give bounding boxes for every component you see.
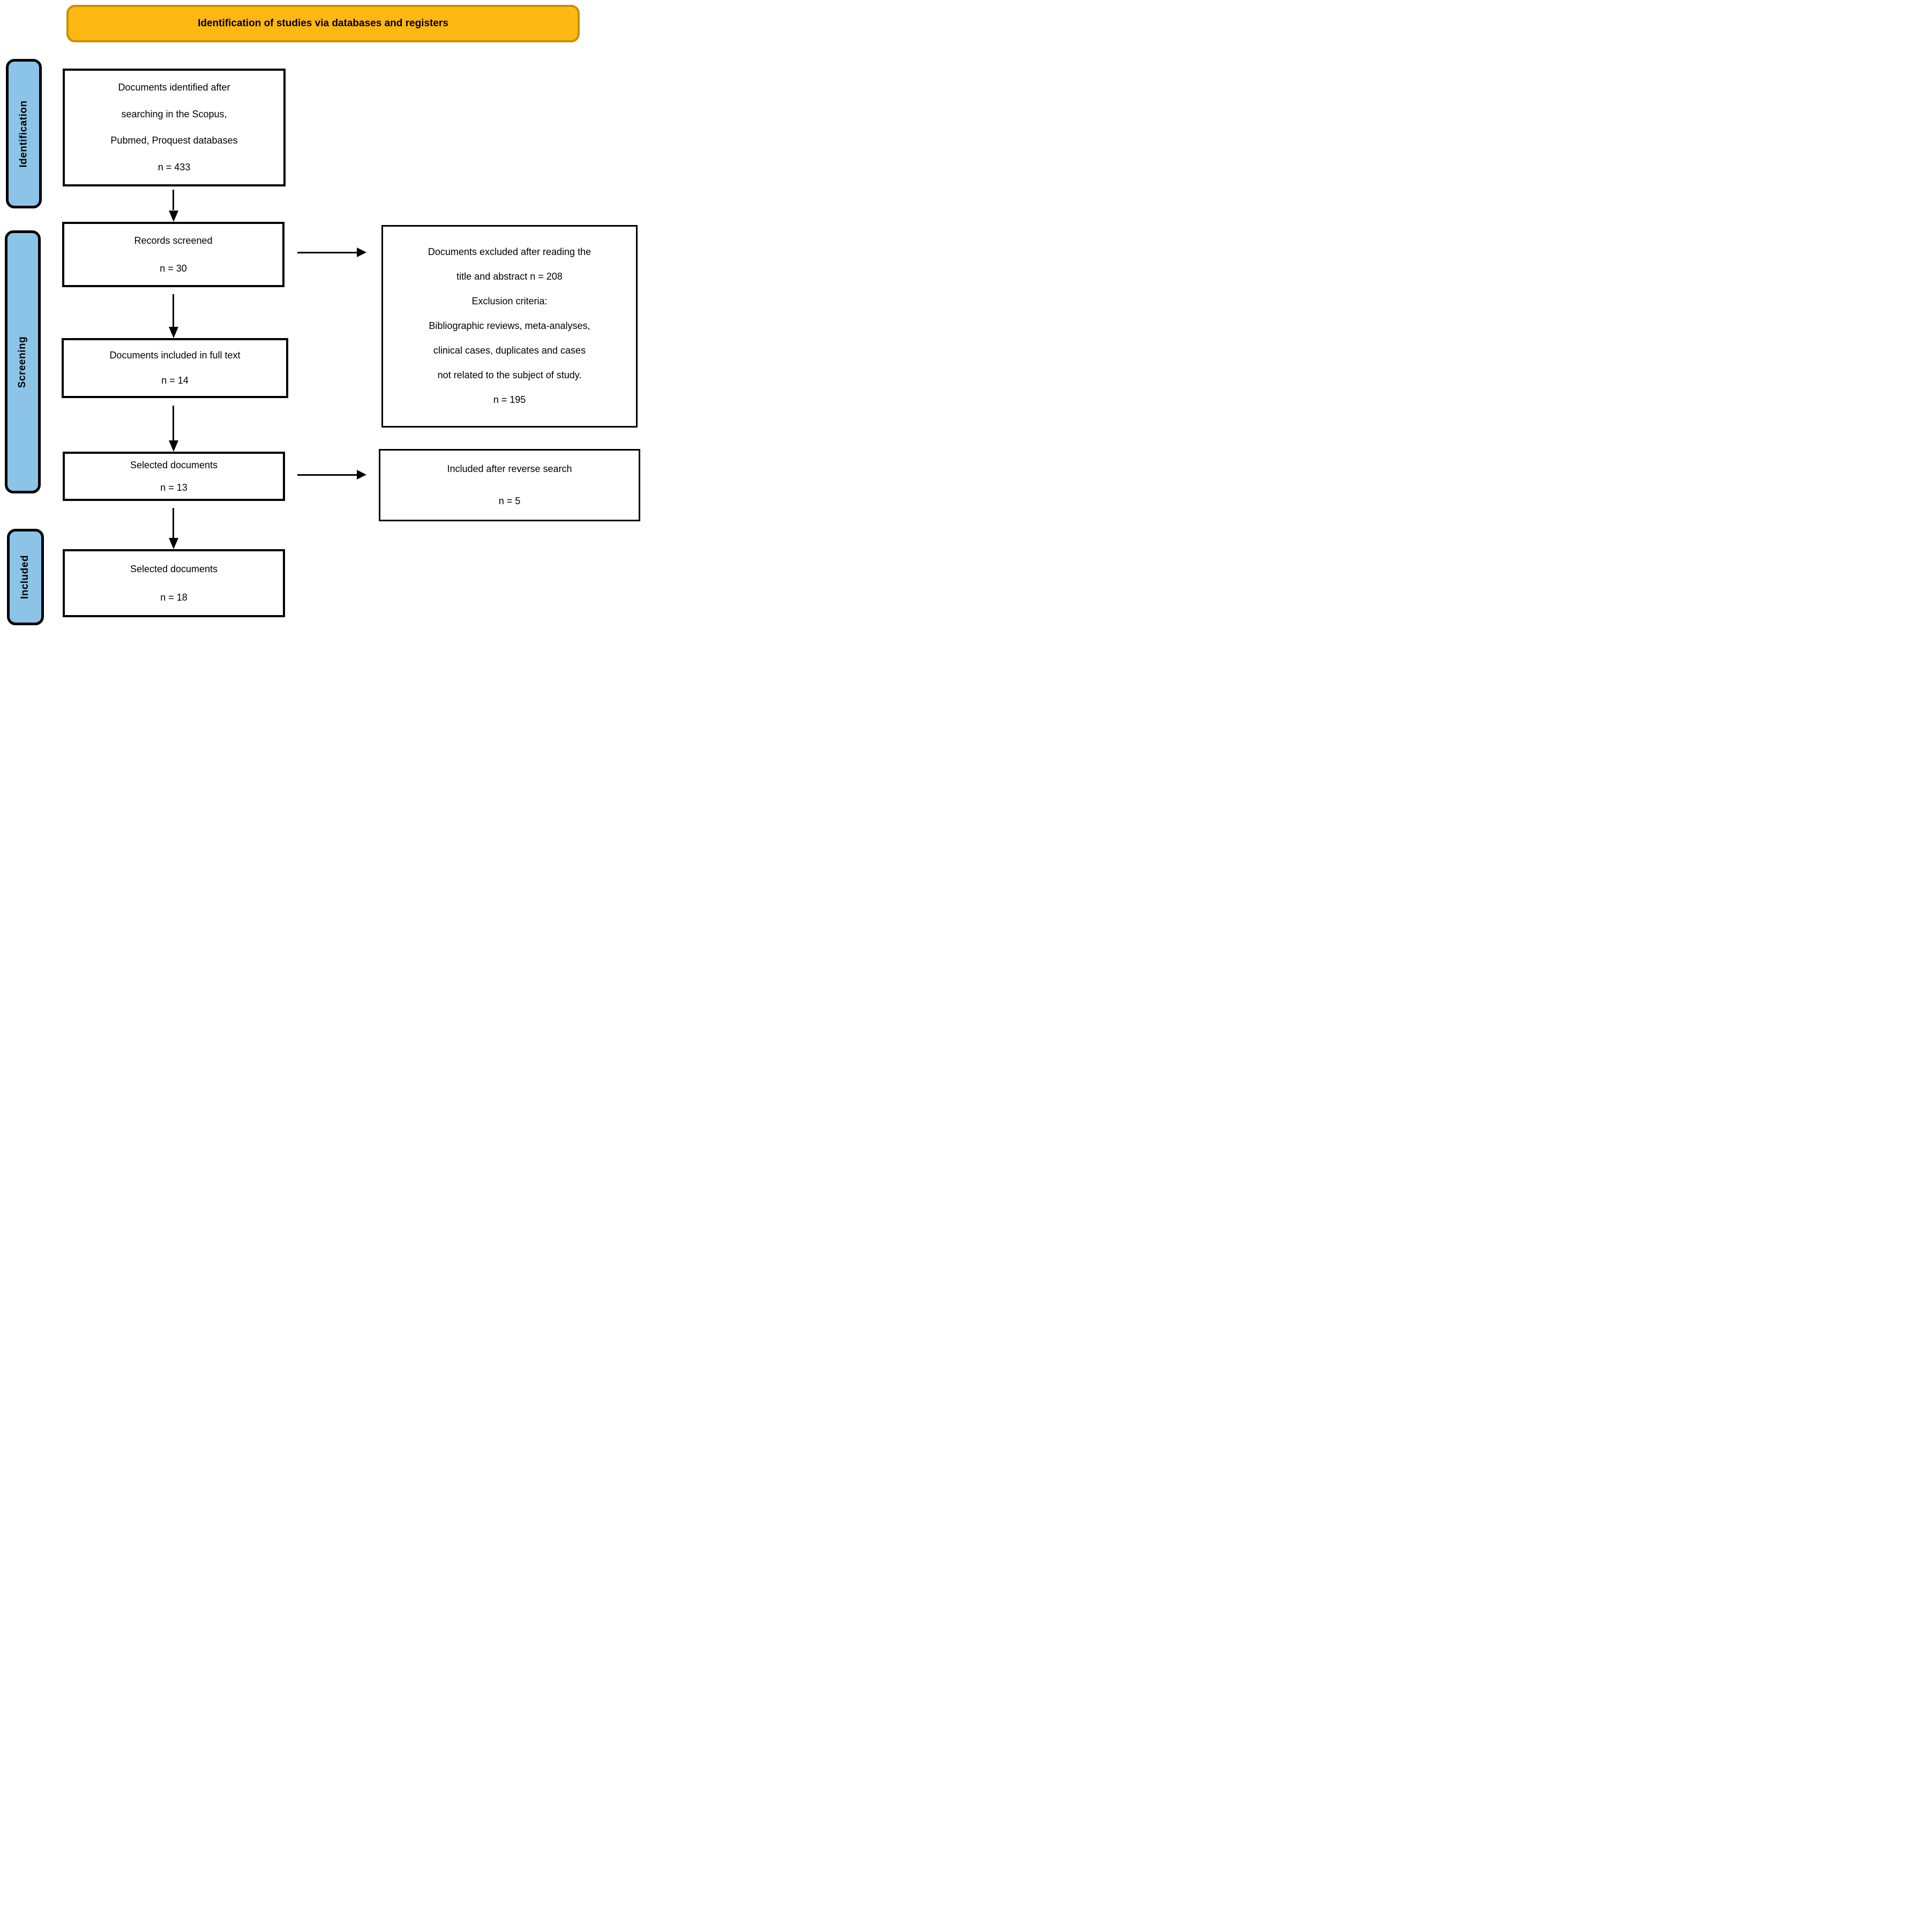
diagram-title: Identification of studies via databases …: [198, 18, 448, 29]
arrow-down-2-line: [173, 294, 174, 327]
box-selected-documents-18-line-1: Selected documents: [130, 564, 218, 575]
box-included-reverse-search: Included after reverse search n = 5: [379, 449, 640, 521]
box-documents-identified-line-1: Documents identified after: [118, 82, 230, 93]
box-fulltext-included: Documents included in full text n = 14: [62, 338, 288, 398]
stage-label-screening-text: Screening: [17, 336, 28, 388]
box-documents-excluded-line-5: clinical cases, duplicates and cases: [433, 345, 586, 356]
box-selected-documents-13: Selected documents n = 13: [63, 452, 285, 501]
arrow-down-2-head: [169, 327, 178, 338]
box-documents-excluded-count: n = 195: [493, 394, 526, 405]
arrow-down-1-head: [169, 211, 178, 222]
box-selected-documents-18: Selected documents n = 18: [63, 549, 285, 617]
title-banner: Identification of studies via databases …: [66, 5, 580, 42]
arrow-right-2-head: [357, 470, 366, 480]
arrow-right-2-line: [297, 474, 357, 476]
arrow-down-3-head: [169, 440, 178, 452]
box-documents-identified: Documents identified after searching in …: [63, 69, 286, 186]
box-documents-excluded-line-3: Exclusion criteria:: [471, 296, 548, 307]
stage-label-identification-text: Identification: [18, 100, 29, 168]
box-documents-identified-line-3: Pubmed, Proquest databases: [110, 135, 238, 146]
box-included-reverse-search-line-1: Included after reverse search: [447, 463, 572, 475]
box-documents-identified-count: n = 433: [158, 161, 191, 173]
box-records-screened-line-1: Records screened: [134, 235, 213, 246]
box-selected-documents-13-count: n = 13: [160, 482, 188, 493]
box-records-screened-count: n = 30: [160, 263, 187, 274]
box-documents-excluded-line-4: Bibliographic reviews, meta-analyses,: [429, 320, 590, 332]
arrow-right-1-head: [357, 248, 366, 257]
arrow-down-4-head: [169, 538, 178, 549]
box-fulltext-included-count: n = 14: [161, 375, 189, 386]
box-documents-excluded-line-2: title and abstract n = 208: [456, 271, 563, 282]
stage-label-screening: Screening: [5, 230, 41, 493]
box-fulltext-included-line-1: Documents included in full text: [109, 350, 241, 361]
arrow-right-1-line: [297, 252, 357, 253]
stage-label-identification: Identification: [6, 59, 42, 208]
arrow-down-1-line: [173, 190, 174, 210]
prisma-flow-diagram: Identification of studies via databases …: [0, 0, 644, 644]
box-documents-excluded-line-6: not related to the subject of study.: [437, 369, 582, 380]
arrow-down-4-line: [173, 508, 174, 538]
box-included-reverse-search-count: n = 5: [498, 495, 521, 506]
box-documents-identified-line-2: searching in the Scopus,: [121, 108, 227, 119]
box-selected-documents-13-line-1: Selected documents: [130, 459, 218, 470]
stage-label-included: Included: [7, 529, 44, 625]
stage-label-included-text: Included: [19, 555, 31, 600]
box-selected-documents-18-count: n = 18: [160, 591, 188, 603]
arrow-down-3-line: [173, 406, 174, 440]
box-records-screened: Records screened n = 30: [62, 222, 284, 287]
box-documents-excluded-line-1: Documents excluded after reading the: [428, 246, 591, 258]
box-documents-excluded: Documents excluded after reading the tit…: [381, 225, 638, 428]
